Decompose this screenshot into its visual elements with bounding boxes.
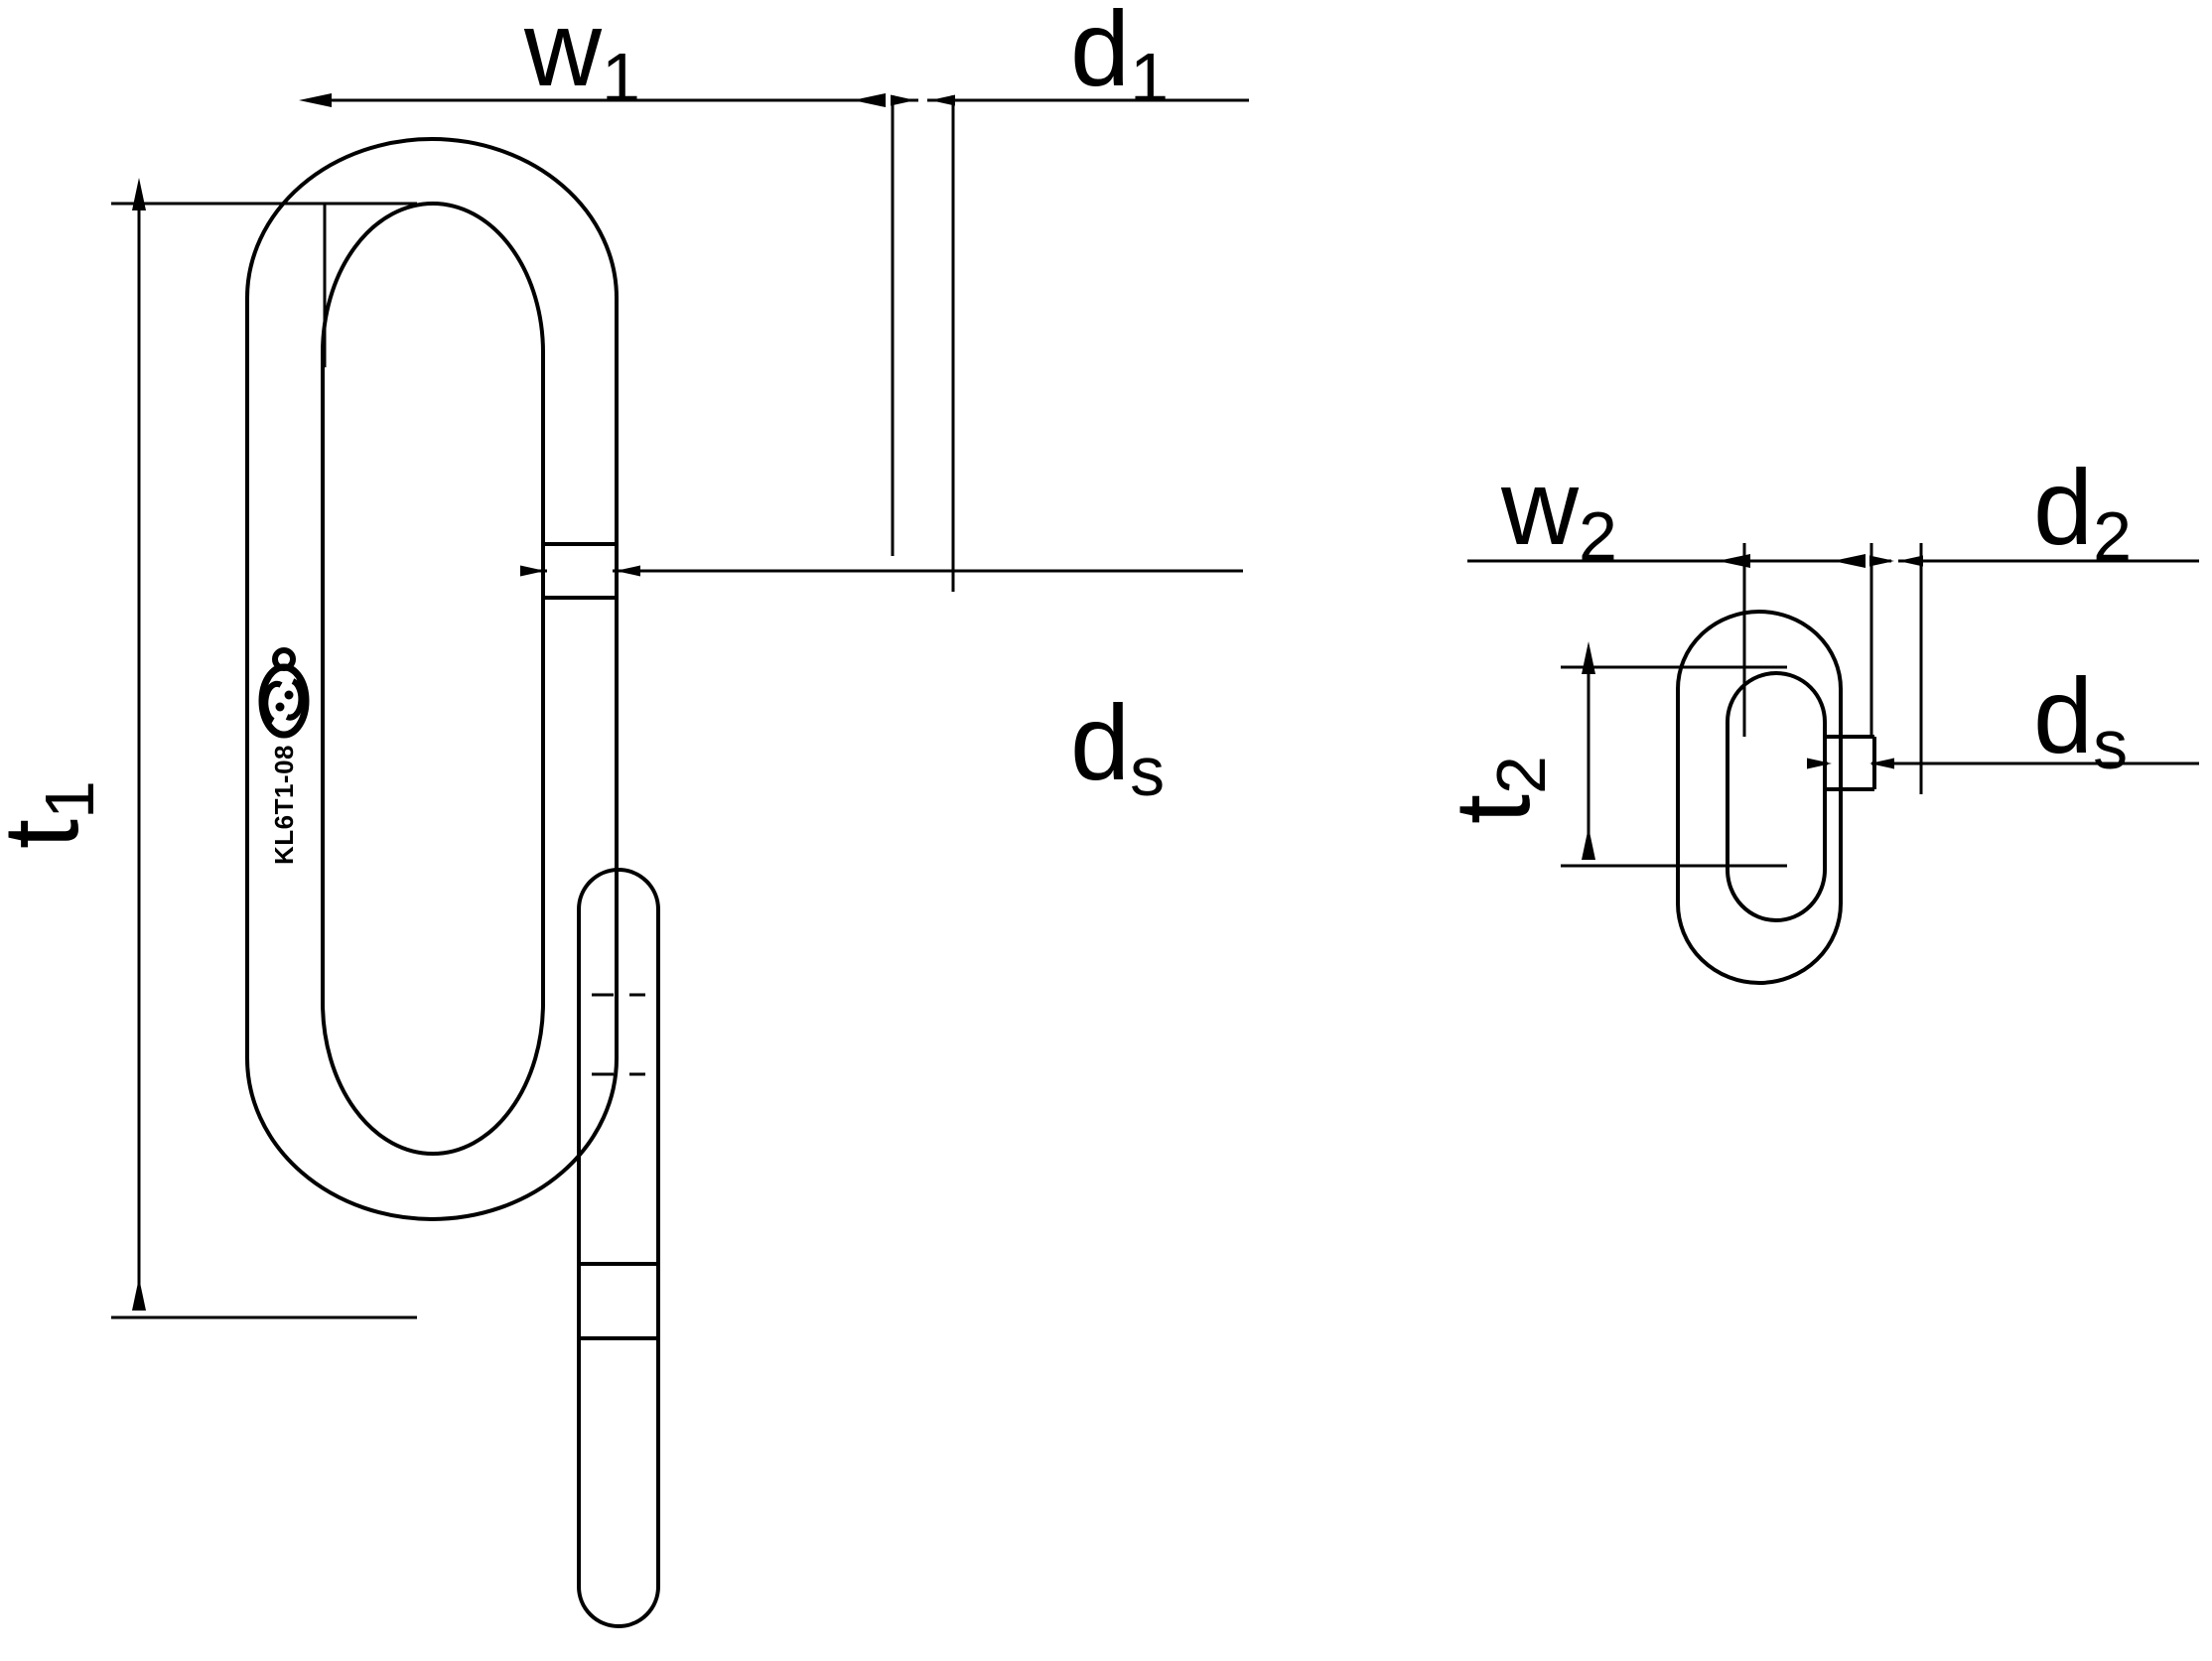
main-link-pin-collar <box>577 1262 660 1340</box>
label-t2-sub: 2 <box>1482 756 1560 794</box>
label-d1-sub: 1 <box>1130 39 1169 116</box>
svg-text:d2: d2 <box>2033 447 2132 575</box>
main-link-inner-outline <box>321 202 545 1156</box>
label-ds-sub: ds <box>2033 655 2128 783</box>
dimension-d1 <box>891 94 1249 592</box>
sub-link-view <box>1467 543 2199 985</box>
dimension-w1 <box>299 93 895 556</box>
label-t1-sub: 1 <box>31 780 108 819</box>
dimension-t2 <box>1561 641 1787 868</box>
label-ds-main-sub: s <box>1130 733 1165 810</box>
main-link-pin <box>577 868 660 1628</box>
label-d1: d1 <box>1070 0 1169 116</box>
stamp-code-text: KL6T1-08 <box>269 745 299 865</box>
sub-link-sleeve <box>1823 735 1876 791</box>
svg-text:w1: w1 <box>523 0 640 116</box>
sub-link-outer-outline <box>1676 610 1843 985</box>
label-ds-main-base: d <box>1070 682 1130 802</box>
label-t2-base: t <box>1432 794 1552 824</box>
label-d2: d2 <box>2033 447 2132 575</box>
label-w1-sub: 1 <box>602 39 640 116</box>
label-w1-base: w <box>523 0 603 108</box>
svg-text:t2: t2 <box>1432 756 1560 824</box>
label-w2-sub: 2 <box>1579 497 1617 575</box>
label-d1-base: d <box>1070 0 1130 108</box>
svg-text:t1: t1 <box>0 780 108 849</box>
main-link-view: KL6T1-08 <box>111 93 1249 1628</box>
label-d2-sub: 2 <box>2093 497 2132 575</box>
svg-text:ds: ds <box>1070 682 1165 810</box>
label-w1: w1 <box>523 0 640 116</box>
label-t1: t1 <box>0 780 108 849</box>
stamp-logo-icon <box>258 647 310 739</box>
brand-stamp: KL6T1-08 <box>258 647 310 865</box>
svg-text:w2: w2 <box>1500 447 1617 575</box>
label-t1-base: t <box>0 819 100 849</box>
sub-link-inner-outline <box>1726 671 1827 922</box>
label-t2: t2 <box>1432 756 1560 824</box>
label-w2-base: w <box>1500 447 1580 567</box>
label-ds-main: ds <box>1070 682 1165 810</box>
label-w2: w2 <box>1500 447 1617 575</box>
label-ds-sub-sub: s <box>2093 706 2128 783</box>
dimension-w2 <box>1467 543 1873 737</box>
label-d2-base: d <box>2033 447 2093 567</box>
label-ds-sub-base: d <box>2033 655 2093 775</box>
main-link-sleeve <box>541 542 619 600</box>
dimension-t1 <box>111 178 417 1319</box>
dimension-d2 <box>1869 543 2199 794</box>
main-link-outer-outline <box>245 137 619 1221</box>
svg-text:ds: ds <box>2033 655 2128 783</box>
svg-text:d1: d1 <box>1070 0 1169 116</box>
